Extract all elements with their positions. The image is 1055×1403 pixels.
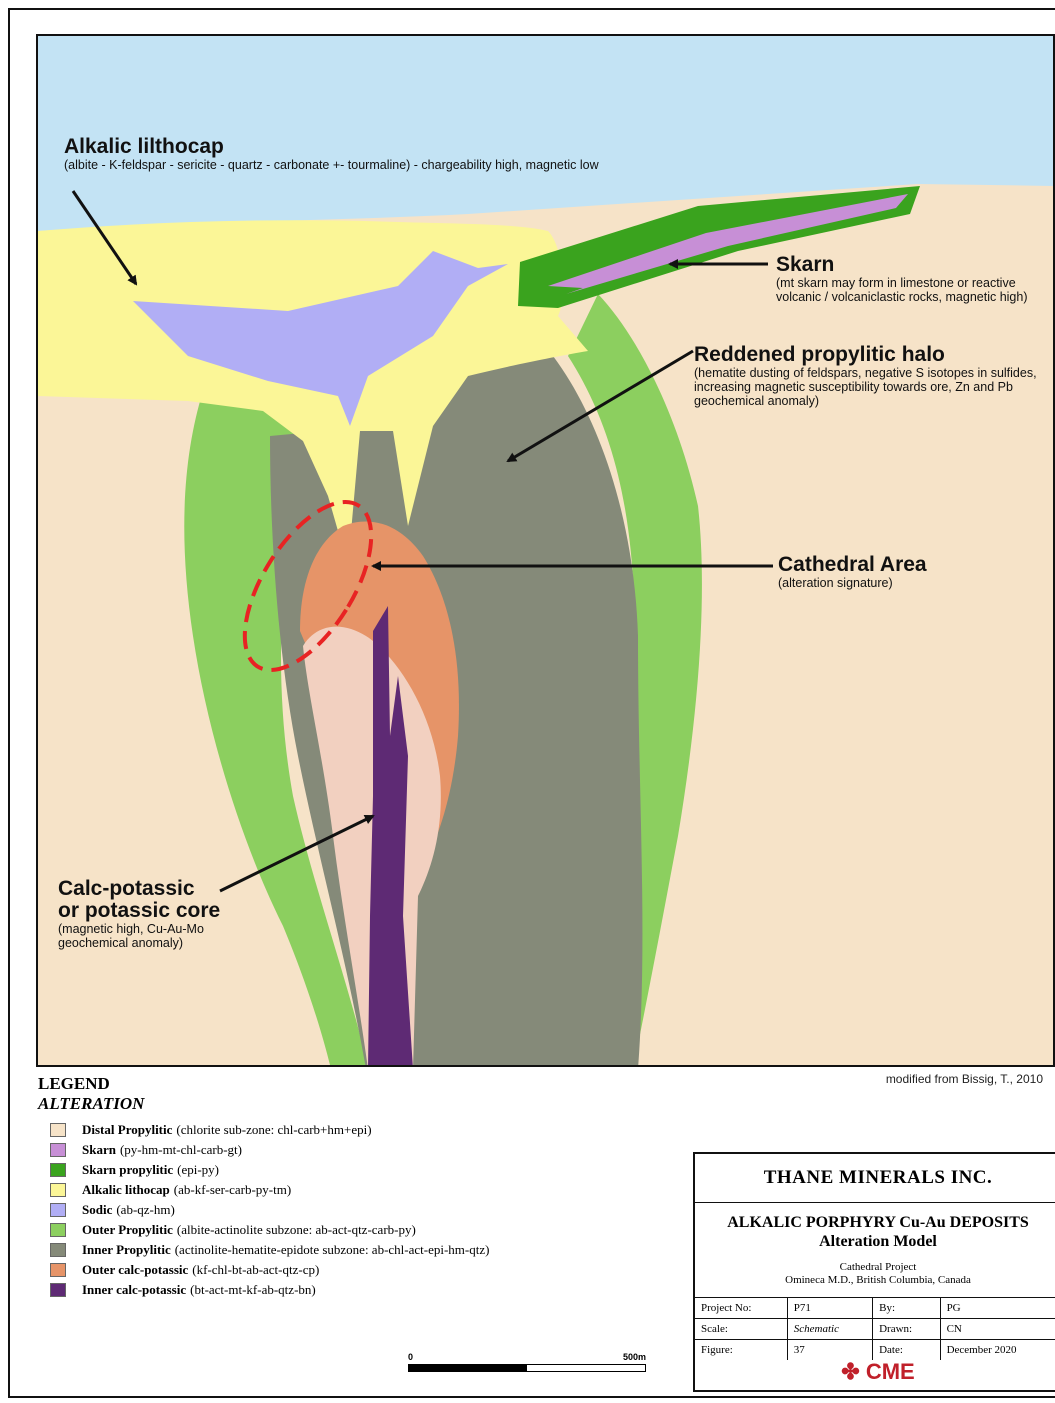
skarn-title: Skarn xyxy=(776,254,1046,276)
legend-swatch xyxy=(50,1283,66,1297)
company-name: THANE MINERALS INC. xyxy=(695,1154,1055,1203)
legend-item-name: Distal Propylitic xyxy=(82,1122,172,1138)
table-key: Project No: xyxy=(695,1298,787,1319)
legend-list: Distal Propylitic(chlorite sub-zone: chl… xyxy=(50,1120,489,1300)
table-value: PG xyxy=(940,1298,1055,1319)
cathedral-description: (alteration signature) xyxy=(778,576,1038,590)
alteration-diagram: Alkalic lilthocap (albite - K-feldspar -… xyxy=(36,34,1055,1067)
legend-item-name: Inner Propylitic xyxy=(82,1242,171,1258)
legend-item-description: (kf-chl-bt-ab-act-qtz-cp) xyxy=(192,1262,319,1278)
legend-item-description: (bt-act-mt-kf-ab-qtz-bn) xyxy=(190,1282,316,1298)
legend-swatch xyxy=(50,1263,66,1277)
legend-item-description: (epi-py) xyxy=(177,1162,219,1178)
legend-item-name: Sodic xyxy=(82,1202,112,1218)
core-title-line-1: Calc-potassic xyxy=(58,878,223,900)
scale-start-label: 0 xyxy=(408,1352,413,1362)
legend-swatch xyxy=(50,1143,66,1157)
title-block: THANE MINERALS INC. ALKALIC PORPHYRY Cu-… xyxy=(693,1152,1055,1392)
legend-item: Skarn(py-hm-mt-chl-carb-gt) xyxy=(50,1140,489,1160)
legend-item: Skarn propylitic(epi-py) xyxy=(50,1160,489,1180)
lithocap-label: Alkalic lilthocap (albite - K-feldspar -… xyxy=(64,136,764,172)
legend-item-name: Outer calc-potassic xyxy=(82,1262,188,1278)
legend-item-name: Skarn xyxy=(82,1142,116,1158)
table-key: Scale: xyxy=(695,1319,787,1340)
legend-item-description: (ab-kf-ser-carb-py-tm) xyxy=(174,1182,291,1198)
skarn-label: Skarn (mt skarn may form in limestone or… xyxy=(776,254,1046,304)
legend-item-name: Skarn propylitic xyxy=(82,1162,173,1178)
legend-item-description: (chlorite sub-zone: chl-carb+hm+epi) xyxy=(176,1122,371,1138)
legend-item: Outer calc-potassic(kf-chl-bt-ab-act-qtz… xyxy=(50,1260,489,1280)
drawing-title-line-1: ALKALIC PORPHYRY Cu-Au DEPOSITS xyxy=(695,1213,1055,1232)
table-key: By: xyxy=(873,1298,940,1319)
halo-description: (hematite dusting of feldspars, negative… xyxy=(694,366,1050,408)
legend-item: Alkalic lithocap(ab-kf-ser-carb-py-tm) xyxy=(50,1180,489,1200)
legend-item-description: (ab-qz-hm) xyxy=(116,1202,174,1218)
project-location: Omineca M.D., British Columbia, Canada xyxy=(695,1274,1055,1287)
halo-title: Reddened propylitic halo xyxy=(694,344,1050,366)
legend-item: Outer Propylitic(albite-actinolite subzo… xyxy=(50,1220,489,1240)
title-block-table: Project No: P71 By: PG Scale: Schematic … xyxy=(695,1297,1055,1360)
legend-swatch xyxy=(50,1163,66,1177)
table-value: December 2020 xyxy=(940,1340,1055,1361)
company-logo: ✤ CME xyxy=(695,1359,1055,1385)
legend-item: Sodic(ab-qz-hm) xyxy=(50,1200,489,1220)
legend-subheading: ALTERATION xyxy=(38,1094,144,1114)
table-value: Schematic xyxy=(787,1319,872,1340)
table-row: Scale: Schematic Drawn: CN xyxy=(695,1319,1055,1340)
cathedral-title: Cathedral Area xyxy=(778,554,1038,576)
halo-label: Reddened propylitic halo (hematite dusti… xyxy=(694,344,1050,408)
table-key: Figure: xyxy=(695,1340,787,1361)
legend-item: Inner Propylitic(actinolite-hematite-epi… xyxy=(50,1240,489,1260)
core-title-line-2: or potassic core xyxy=(58,900,223,922)
legend-swatch xyxy=(50,1203,66,1217)
table-value: P71 xyxy=(787,1298,872,1319)
table-row: Project No: P71 By: PG xyxy=(695,1298,1055,1319)
legend-item-name: Inner calc-potassic xyxy=(82,1282,186,1298)
table-key: Date: xyxy=(873,1340,940,1361)
legend-swatch xyxy=(50,1243,66,1257)
legend-item: Distal Propylitic(chlorite sub-zone: chl… xyxy=(50,1120,489,1140)
legend-swatch xyxy=(50,1183,66,1197)
drawing-title: ALKALIC PORPHYRY Cu-Au DEPOSITS Alterati… xyxy=(695,1203,1055,1251)
legend-item-description: (py-hm-mt-chl-carb-gt) xyxy=(120,1142,242,1158)
lithocap-description: (albite - K-feldspar - sericite - quartz… xyxy=(64,158,764,172)
drawing-title-line-2: Alteration Model xyxy=(695,1232,1055,1251)
project-info: Cathedral Project Omineca M.D., British … xyxy=(695,1261,1055,1287)
legend-item-description: (albite-actinolite subzone: ab-act-qtz-c… xyxy=(177,1222,416,1238)
source-credit: modified from Bissig, T., 2010 xyxy=(886,1072,1043,1086)
table-key: Drawn: xyxy=(873,1319,940,1340)
legend-item: Inner calc-potassic(bt-act-mt-kf-ab-qtz-… xyxy=(50,1280,489,1300)
skarn-description: (mt skarn may form in limestone or react… xyxy=(776,276,1046,304)
table-row: Figure: 37 Date: December 2020 xyxy=(695,1340,1055,1361)
legend-heading: LEGEND xyxy=(38,1074,110,1094)
scale-bar-graphic xyxy=(408,1364,646,1372)
legend-item-name: Outer Propylitic xyxy=(82,1222,173,1238)
cathedral-label: Cathedral Area (alteration signature) xyxy=(778,554,1038,590)
table-value: CN xyxy=(940,1319,1055,1340)
scale-end-label: 500m xyxy=(623,1352,646,1362)
lithocap-title: Alkalic lilthocap xyxy=(64,136,764,158)
core-description: (magnetic high, Cu-Au-Mo geochemical ano… xyxy=(58,922,223,950)
legend-item-description: (actinolite-hematite-epidote subzone: ab… xyxy=(175,1242,490,1258)
logo-text: CME xyxy=(866,1359,915,1384)
core-label: Calc-potassic or potassic core (magnetic… xyxy=(58,878,223,950)
legend-swatch xyxy=(50,1223,66,1237)
table-value: 37 xyxy=(787,1340,872,1361)
legend-swatch xyxy=(50,1123,66,1137)
project-name: Cathedral Project xyxy=(695,1261,1055,1274)
legend-item-name: Alkalic lithocap xyxy=(82,1182,170,1198)
maple-leaf-icon: ✤ xyxy=(841,1359,859,1384)
